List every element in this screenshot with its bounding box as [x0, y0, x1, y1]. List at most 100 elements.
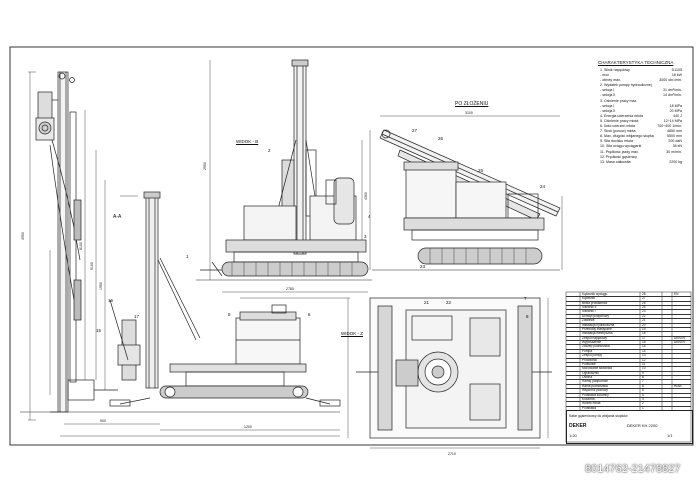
parts-row: Instalacja elektryczna 18: [566, 331, 691, 337]
parts-n: 15: [642, 344, 646, 349]
spec-value: 18 MPa: [669, 103, 682, 108]
dim-label-2: 8100: [79, 242, 83, 250]
spec-value: 4850 mm: [667, 129, 682, 134]
dim-label-7: 3100: [465, 111, 473, 115]
callout-number: 3: [364, 234, 367, 239]
callout-number: 22: [446, 300, 452, 305]
parts-n: 21: [642, 318, 646, 323]
spec-key: 13. Masa całkowita: [600, 159, 631, 164]
parts-name: Wyposażenie: [582, 340, 602, 345]
parts-n: 27: [642, 296, 646, 301]
side-view-mast: [28, 71, 118, 421]
callout-number: 2: [268, 148, 271, 153]
parts-name: Kolumna: [582, 396, 595, 401]
title-block-designation: Kafar gąsienicowy do wbijania słupków: [569, 414, 628, 418]
section-aa-view: [20, 180, 341, 437]
spec-value: 5500 mm: [667, 134, 682, 139]
folded-view: [369, 115, 563, 271]
parts-n: 13: [642, 353, 646, 358]
spec-key: 1. Silnik napędowy: [600, 68, 630, 72]
parts-n: 10: [642, 366, 646, 371]
parts-name: Zespół napędowy: [582, 335, 607, 340]
parts-name: Kątownik: [582, 296, 595, 301]
callout-number: 21: [424, 300, 430, 305]
dim-label-4: 1950: [99, 282, 103, 290]
folded-view-label: PO ZŁOŻENIU: [455, 101, 489, 107]
parts-n: 18: [642, 331, 646, 336]
parts-n: 24: [642, 305, 646, 310]
spec-value: 31 dm³/min.: [663, 88, 682, 93]
parts-n: 11: [642, 361, 646, 366]
parts-m: EN: [674, 292, 679, 296]
callout-number: 17: [134, 314, 140, 319]
callout-number: 7: [524, 296, 527, 301]
parts-row: Belka prowadnica 25: [566, 300, 691, 307]
spec-key: 9. Siła docisku młota: [600, 139, 633, 144]
callout-number: 23: [420, 264, 426, 269]
spec-key: 6. Ilość uderzeń młota: [600, 124, 636, 129]
parts-name: Ramię podporowe: [582, 379, 608, 384]
parts-name: Siłownik II: [582, 305, 597, 310]
parts-n: 23: [642, 309, 646, 314]
parts-name: Instalacja elektryczna: [582, 331, 613, 336]
spec-key: 3. Ciśnienie pracy max.: [600, 98, 638, 103]
parts-n: 2: [642, 401, 644, 406]
parts-n: 25: [642, 300, 646, 305]
spec-row: 2. Wydatek pompy hydraulicznej: [600, 83, 682, 88]
parts-m: DEKER: [674, 340, 685, 345]
spec-key: 7. Skok (posuw) młota: [600, 129, 636, 134]
spec-value: 36 kN: [672, 144, 682, 149]
view-z-label: WIDOK - Z: [341, 331, 363, 336]
dim-label-5: 2950: [203, 162, 207, 170]
callout-number: 26: [438, 136, 444, 141]
spec-key: - sekcja II: [600, 108, 616, 113]
spec-key: 10. Siła uciągu wyciągarki: [600, 144, 642, 149]
callout-number: 16: [108, 298, 114, 303]
parts-name: Osłona: [582, 375, 593, 380]
spec-key: 2. Wydatek pompy hydraulicznej: [600, 83, 652, 88]
title-block: Kafar gąsienicowy do wbijania słupków DE…: [566, 410, 693, 444]
spec-value: 12÷14 MPa: [663, 118, 682, 123]
parts-name: Prowadnik: [582, 357, 597, 362]
parts-n: 22: [642, 313, 646, 318]
parts-name: Zaczep podnośnika: [582, 344, 610, 349]
parts-name: Zespół pompy: [582, 353, 603, 358]
callout-number: 5: [228, 312, 231, 317]
spec-row: 12. Prędkość gąsienicy: [600, 155, 682, 160]
spec-value: 700÷400 1/min.: [657, 124, 682, 129]
parts-m: DEKER: [674, 335, 685, 340]
parts-n: 28: [642, 292, 646, 296]
parts-row: Zaczep podnośnika 15: [566, 344, 691, 350]
title-block-scale: 1:20: [569, 433, 577, 438]
spec-key: 8. Max. długość wbijanego słupka: [600, 134, 654, 139]
parts-name: Przewody elastyczne: [582, 326, 612, 331]
parts-name: Ogranicznik: [582, 370, 599, 375]
parts-name: Wózek młota: [582, 401, 601, 406]
spec-value: D1105: [671, 68, 682, 72]
parts-name: Belka prowadnica: [582, 300, 608, 305]
spec-value: 18 kW: [671, 73, 682, 78]
parts-row: Kątownik 27: [566, 296, 691, 302]
dim-label-1: 4950: [21, 232, 25, 240]
